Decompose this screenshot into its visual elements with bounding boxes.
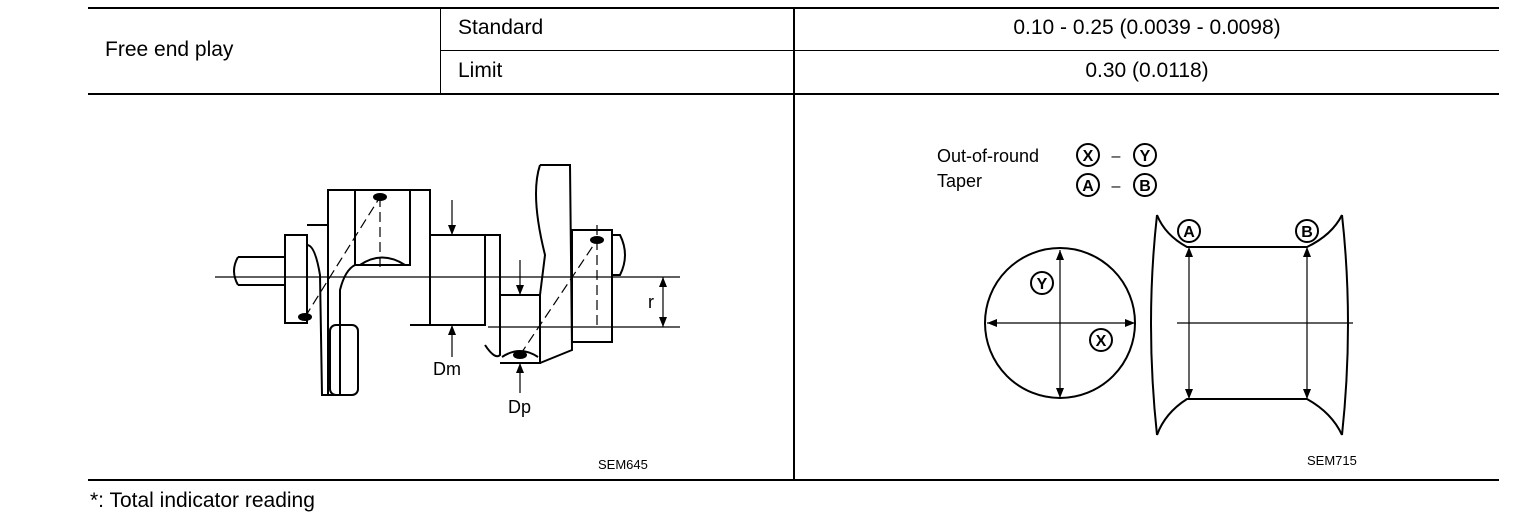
legend-y: Y (1140, 148, 1151, 165)
circle-x-label: X (1096, 333, 1107, 350)
col-divider-2 (793, 8, 795, 480)
col-divider-1 (440, 8, 441, 94)
figure-right-code: SEM715 (1307, 453, 1357, 468)
standard-value: 0.10 - 0.25 (0.0039 - 0.0098) (1013, 16, 1281, 39)
taper-label: Taper (937, 171, 982, 191)
legend-a: A (1082, 178, 1094, 195)
side-a-label: A (1183, 224, 1195, 241)
limit-label: Limit (458, 59, 503, 82)
journal-measurement-figure: Out-of-round Taper X – Y A – B Y X (937, 143, 1357, 468)
figure-left-code: SEM645 (598, 457, 648, 472)
legend-b: B (1139, 178, 1151, 195)
limit-value: 0.30 (0.0118) (1085, 59, 1209, 82)
circle-y-label: Y (1037, 276, 1048, 293)
legend-dash-1: – (1112, 148, 1121, 165)
legend-x: X (1083, 148, 1094, 165)
side-b-label: B (1301, 224, 1313, 241)
standard-label: Standard (458, 16, 544, 39)
table-bottom-rule (88, 479, 1499, 481)
footnote: *: Total indicator reading (90, 489, 315, 512)
out-of-round-label: Out-of-round (937, 146, 1039, 166)
row-divider (441, 50, 1499, 51)
dm-label: Dm (433, 359, 461, 379)
dp-label: Dp (508, 397, 531, 417)
crankshaft-figure: Dm Dp r SEM645 (215, 164, 680, 472)
r-label: r (648, 292, 654, 312)
legend-dash-2: – (1112, 178, 1121, 195)
free-end-play-label: Free end play (105, 38, 234, 61)
